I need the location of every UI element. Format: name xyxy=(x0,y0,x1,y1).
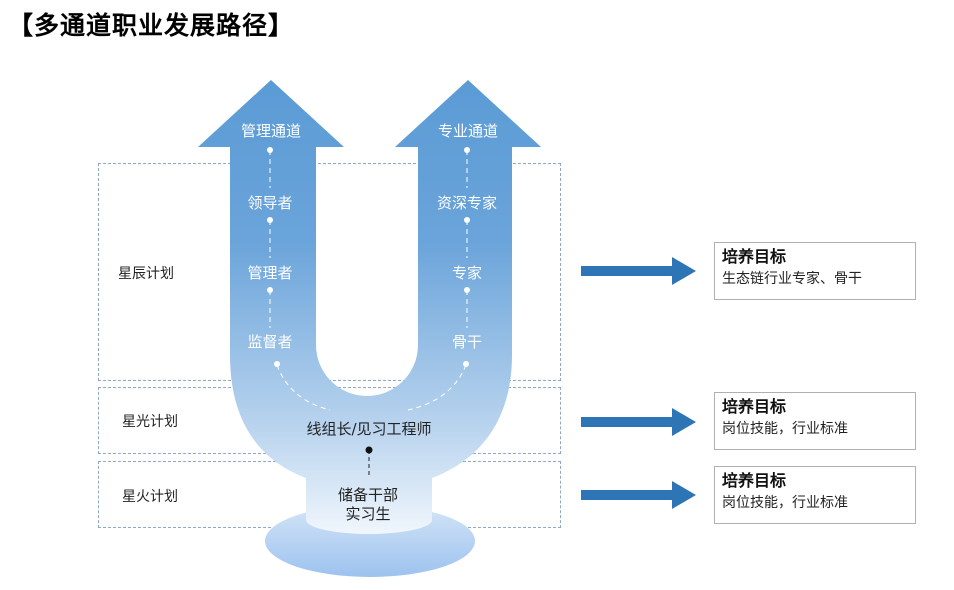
professional-level-expert: 专家 xyxy=(451,264,483,282)
connector-dots xyxy=(267,147,470,367)
page-title: 【多通道职业发展路径】 xyxy=(8,11,295,40)
goal-box-1: 培养目标 生态链行业专家、骨干 xyxy=(714,242,916,300)
stage-label-xinghuo: 星火计划 xyxy=(122,489,178,505)
stage-label-xingguang: 星光计划 xyxy=(122,414,178,430)
stage-label-xingchen: 星辰计划 xyxy=(118,266,174,282)
management-channel-title: 管理通道 xyxy=(240,122,302,140)
goal-box-2: 培养目标 岗位技能，行业标准 xyxy=(714,392,916,450)
goal-desc: 生态链行业专家、骨干 xyxy=(722,271,862,287)
pointer-arrow-2 xyxy=(581,408,696,436)
pointer-arrow-1 xyxy=(581,257,696,285)
base-middle-label: 线组长/见习工程师 xyxy=(306,420,432,438)
pointer-arrow-3 xyxy=(581,481,696,509)
goal-box-3: 培养目标 岗位技能，行业标准 xyxy=(714,466,916,524)
management-connectors xyxy=(269,150,331,411)
base-connector-dot xyxy=(365,446,373,454)
professional-channel-title: 专业通道 xyxy=(437,122,499,140)
professional-connectors xyxy=(407,150,468,411)
management-level-leader: 领导者 xyxy=(247,194,293,212)
management-level-manager: 管理者 xyxy=(247,264,293,282)
goal-desc: 岗位技能，行业标准 xyxy=(722,421,848,437)
goal-title: 培养目标 xyxy=(722,397,787,416)
professional-level-backbone: 骨干 xyxy=(451,333,483,351)
base-bottom-label-2: 实习生 xyxy=(345,505,391,523)
management-level-supervisor: 监督者 xyxy=(247,333,293,351)
goal-title: 培养目标 xyxy=(722,247,787,266)
professional-level-senior-expert: 资深专家 xyxy=(436,194,498,212)
goal-desc: 岗位技能，行业标准 xyxy=(722,495,848,511)
u-arrow-shape xyxy=(198,80,541,534)
base-bottom-label-1: 储备干部 xyxy=(337,486,399,504)
goal-title: 培养目标 xyxy=(722,471,787,490)
